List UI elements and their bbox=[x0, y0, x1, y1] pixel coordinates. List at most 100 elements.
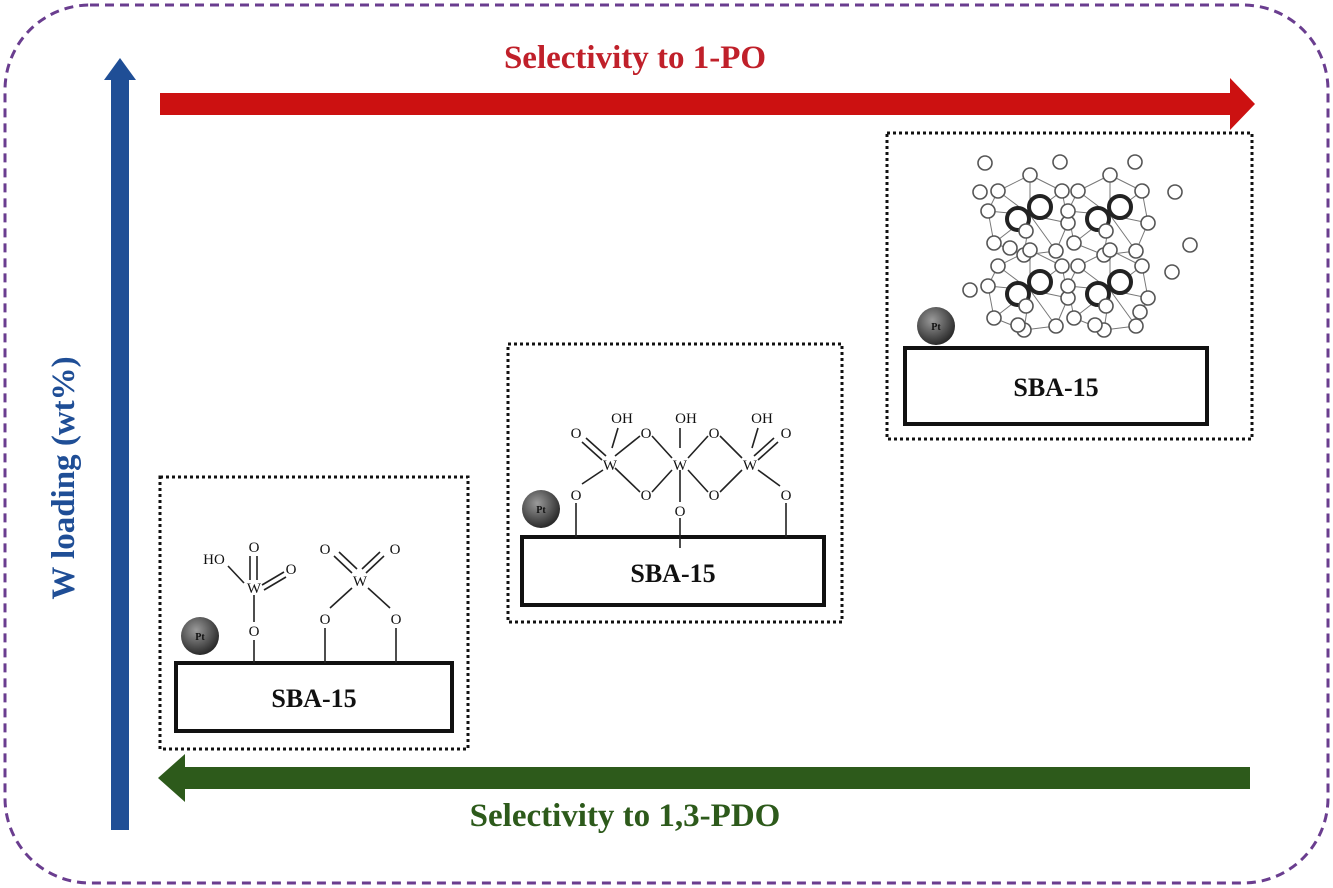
panel-1-support-label: SBA-15 bbox=[271, 684, 356, 713]
panel-2-support bbox=[520, 535, 826, 607]
panel-3-pt-label: Pt bbox=[931, 322, 941, 333]
oxygen-atom bbox=[1098, 223, 1114, 239]
green-arrow bbox=[158, 754, 1250, 802]
panel-2-o-c: O bbox=[709, 426, 720, 442]
panel-1-ho: HO bbox=[203, 552, 225, 568]
oxygen-atom bbox=[1070, 183, 1086, 199]
oxygen-atom bbox=[1002, 240, 1018, 256]
oxygen-atom bbox=[1140, 215, 1156, 231]
red-arrow bbox=[160, 78, 1255, 130]
oxygen-atom bbox=[1102, 242, 1118, 258]
panel-2-o-b: O bbox=[641, 426, 652, 442]
y-axis-label: W loading (wt%) bbox=[46, 356, 82, 599]
panel-2-pt-particle: Pt bbox=[522, 490, 560, 528]
panel-1-o-link2: O bbox=[391, 612, 402, 628]
panel-low-loading: SBA-15 Pt O W O O HO bbox=[158, 475, 470, 751]
panel-1-tungstate-bidentate bbox=[324, 551, 397, 663]
oxygen-atom bbox=[1060, 203, 1076, 219]
oxygen-atom bbox=[1134, 183, 1150, 199]
oxygen-atom bbox=[1182, 237, 1198, 253]
oxygen-atom bbox=[1010, 317, 1026, 333]
panel-2-o-a: O bbox=[571, 426, 582, 442]
oxygen-atom bbox=[1128, 243, 1144, 259]
panel-2-oh-3: OH bbox=[751, 411, 773, 427]
oxygen-atom bbox=[1127, 154, 1143, 170]
oxygen-atom bbox=[980, 203, 996, 219]
panel-3-support bbox=[903, 346, 1209, 426]
panel-2-o-f: O bbox=[641, 488, 652, 504]
panel-1-o-link1: O bbox=[320, 612, 331, 628]
panel-1-support bbox=[174, 661, 454, 733]
panel-2-w-2: W bbox=[673, 458, 688, 474]
oxygen-atom bbox=[972, 184, 988, 200]
oxygen-atom bbox=[1022, 242, 1038, 258]
oxygen-atom bbox=[1070, 258, 1086, 274]
panel-1-w-atom-2: W bbox=[353, 574, 368, 590]
oxygen-atom bbox=[1128, 318, 1144, 334]
oxygen-atom bbox=[1018, 223, 1034, 239]
panel-1-o-side: O bbox=[286, 562, 297, 578]
panel-2-pt-label: Pt bbox=[536, 505, 546, 516]
oxygen-atom bbox=[977, 155, 993, 171]
panel-high-loading: SBA-15 Pt bbox=[885, 131, 1254, 441]
panel-2-support-label: SBA-15 bbox=[630, 559, 715, 588]
panel-2-oh-1: OH bbox=[611, 411, 633, 427]
panel-3-pt-particle: Pt bbox=[917, 307, 955, 345]
panel-2-o-h: O bbox=[781, 488, 792, 504]
panel-1-pt-particle: Pt bbox=[181, 617, 219, 655]
panel-2-o-e: O bbox=[571, 488, 582, 504]
tungsten-atom bbox=[1027, 194, 1053, 220]
panel-medium-loading: SBA-15 Pt bbox=[506, 342, 844, 624]
outer-frame bbox=[3, 3, 1330, 885]
panel-1-pt-label: Pt bbox=[195, 632, 205, 643]
oxygen-atom bbox=[1098, 298, 1114, 314]
panel-1-o-right: O bbox=[390, 542, 401, 558]
panel-2-w-1: W bbox=[603, 458, 618, 474]
tungsten-atom bbox=[1107, 269, 1133, 295]
oxygen-atom bbox=[1054, 183, 1070, 199]
oxygen-atom bbox=[986, 310, 1002, 326]
oxygen-atom bbox=[1018, 298, 1034, 314]
panel-1-border bbox=[158, 475, 470, 751]
oxygen-atom bbox=[1087, 317, 1103, 333]
oxygen-atom bbox=[980, 278, 996, 294]
oxygen-atom bbox=[1052, 154, 1068, 170]
panel-1-o-link: O bbox=[249, 624, 260, 640]
panel-2-oh-2: OH bbox=[675, 411, 697, 427]
oxygen-atom bbox=[1060, 278, 1076, 294]
panel-1-tungstate-monomer bbox=[227, 556, 287, 663]
panel-2-polytungstate-bonds bbox=[575, 427, 787, 548]
oxygen-atom bbox=[1022, 167, 1038, 183]
panel-3-border bbox=[885, 131, 1254, 441]
panel-1-w-atom: W bbox=[247, 581, 262, 597]
oxygen-atom bbox=[1048, 318, 1064, 334]
tungsten-atom bbox=[1107, 194, 1133, 220]
oxygen-atom bbox=[986, 235, 1002, 251]
oxygen-atom bbox=[1164, 264, 1180, 280]
panel-3-support-label: SBA-15 bbox=[1013, 373, 1098, 402]
wo3-crystal-lattice bbox=[962, 154, 1198, 338]
blue-arrow bbox=[104, 58, 136, 830]
oxygen-atom bbox=[1066, 235, 1082, 251]
oxygen-atom bbox=[990, 258, 1006, 274]
top-arrow-label: Selectivity to 1-PO bbox=[504, 40, 766, 76]
oxygen-atom bbox=[1054, 258, 1070, 274]
oxygen-atom bbox=[1140, 290, 1156, 306]
tungsten-atom bbox=[1027, 269, 1053, 295]
oxygen-atom bbox=[990, 183, 1006, 199]
bottom-arrow-label: Selectivity to 1,3-PDO bbox=[470, 798, 781, 834]
oxygen-atom bbox=[1132, 304, 1148, 320]
oxygen-atom bbox=[1048, 243, 1064, 259]
panel-2-o-g: O bbox=[709, 488, 720, 504]
panel-1-o-top: O bbox=[249, 540, 260, 556]
panel-2-o-i: O bbox=[675, 504, 686, 520]
oxygen-atom bbox=[962, 282, 978, 298]
panel-1-o-left: O bbox=[320, 542, 331, 558]
oxygen-atom bbox=[1066, 310, 1082, 326]
oxygen-atom bbox=[1102, 167, 1118, 183]
oxygen-atom bbox=[1134, 258, 1150, 274]
panel-2-o-d: O bbox=[781, 426, 792, 442]
panel-2-w-3: W bbox=[743, 458, 758, 474]
oxygen-atom bbox=[1167, 184, 1183, 200]
